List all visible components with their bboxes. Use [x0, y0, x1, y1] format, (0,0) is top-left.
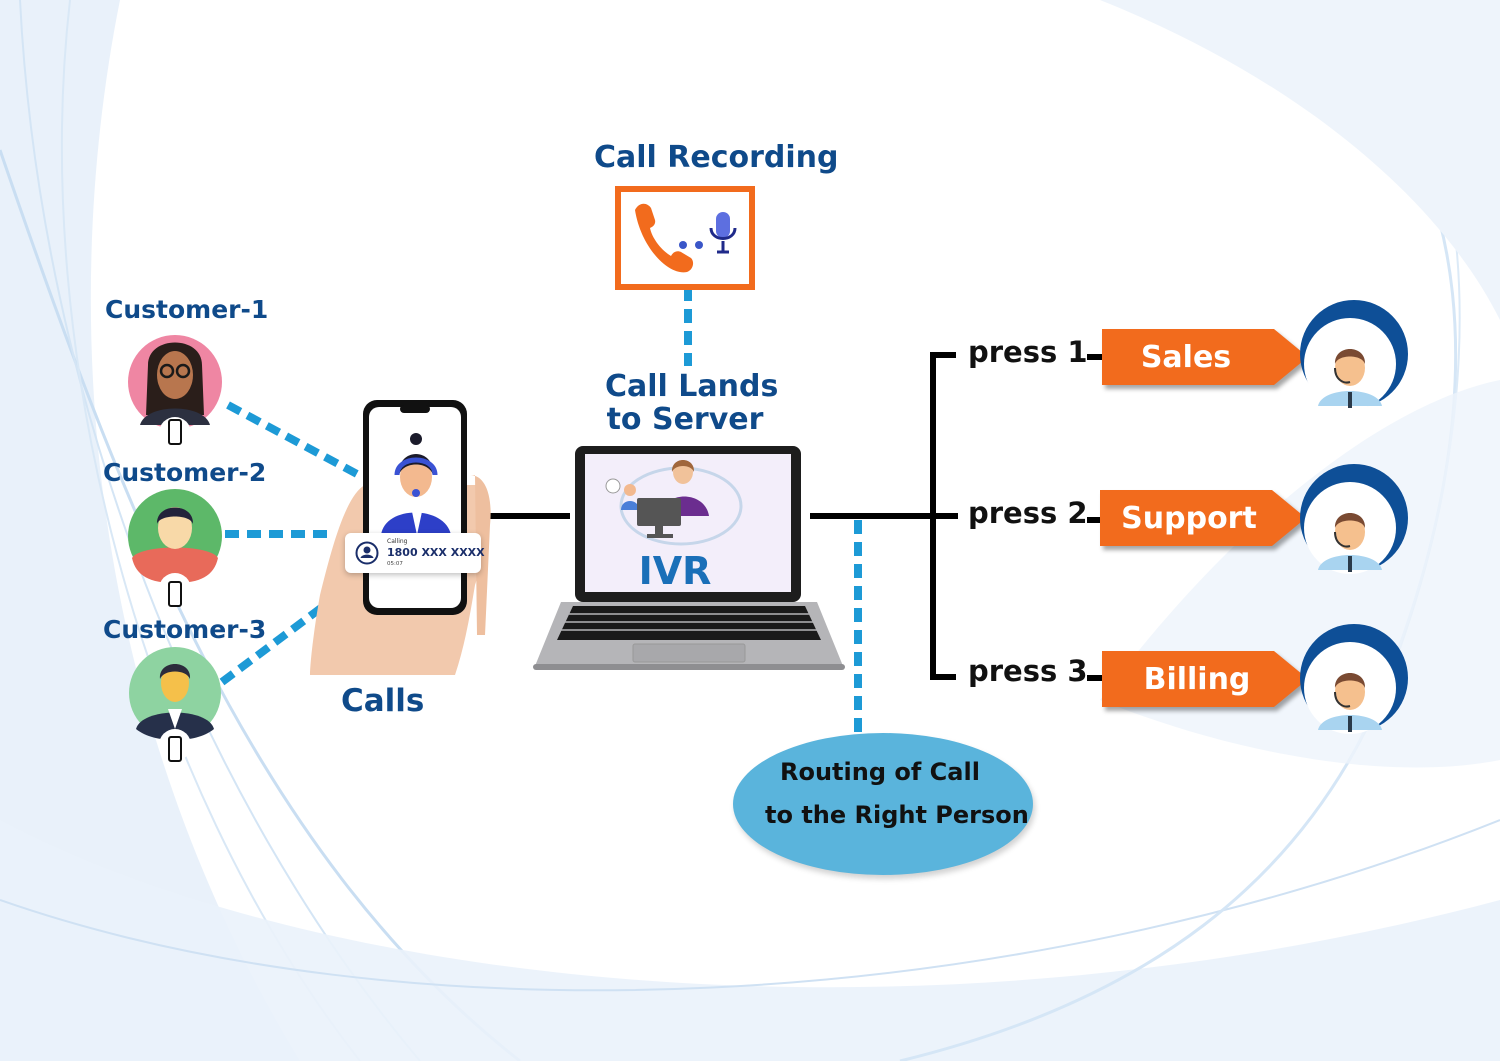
mobile-phone-icon [168, 419, 182, 445]
department-support: Support [1100, 490, 1308, 546]
mobile-phone-icon [168, 581, 182, 607]
department-sales-label: Sales [1140, 339, 1232, 375]
department-support-label: Support [1121, 500, 1257, 536]
call-status: Calling [387, 538, 408, 545]
menu-option-1-key: press 1 [968, 335, 1088, 369]
mobile-phone-icon [168, 736, 182, 762]
customer-3-label: Customer-3 [103, 615, 267, 644]
calls-caption: Calls [341, 683, 425, 719]
ivr-screen-label: IVR [639, 549, 712, 593]
department-sales: Sales [1102, 329, 1310, 385]
customer-2-label: Customer-2 [103, 458, 267, 487]
menu-option-3-key: press 3 [968, 654, 1088, 688]
routing-line-2: to the Right Person [765, 801, 1029, 829]
dashed-connector-customer-1 [226, 401, 359, 478]
dot-icon [695, 241, 703, 249]
customer-1-avatar [128, 335, 222, 449]
menu-bracket [930, 352, 956, 680]
server-title-line-1: Call Lands [605, 369, 779, 404]
call-number: 1800 XXX XXXX [387, 546, 485, 559]
agent-avatar-billing [1300, 624, 1408, 734]
phone-icon [635, 203, 694, 273]
laptop-illustration: IVR [533, 446, 845, 670]
call-recording-box [615, 186, 755, 290]
contact-icon [355, 541, 379, 565]
agent-avatar-support [1300, 464, 1408, 574]
customer-1-label: Customer-1 [105, 295, 269, 324]
routing-ellipse [733, 733, 1033, 875]
customer-3-avatar [129, 647, 221, 762]
server-title: Call Lands to Server [605, 369, 779, 437]
agent-avatar-sales [1300, 300, 1408, 410]
call-recording-title: Call Recording [594, 140, 839, 175]
call-card: Calling 1800 XXX XXXX 05:07 [345, 533, 485, 573]
department-billing-label: Billing [1143, 661, 1251, 697]
menu-option-2-key: press 2 [968, 496, 1088, 530]
server-title-line-2: to Server [606, 402, 764, 437]
department-billing: Billing [1102, 651, 1310, 707]
routing-line-1: Routing of Call [780, 758, 980, 786]
call-duration: 05:07 [387, 561, 403, 567]
microphone-icon [709, 212, 737, 254]
dot-icon [679, 241, 687, 249]
customer-2-avatar [128, 489, 222, 607]
